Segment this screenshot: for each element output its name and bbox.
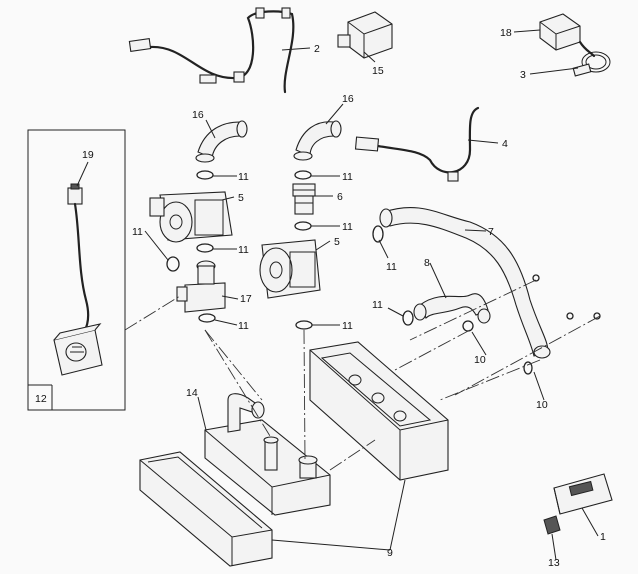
callout-7: 7 xyxy=(488,226,494,238)
sensor-connector-19 xyxy=(67,183,90,334)
inset-box-label: 12 xyxy=(35,393,47,405)
callout-11-e: 11 xyxy=(342,221,353,233)
insulation-shell-9 xyxy=(139,451,273,567)
callout-19: 19 xyxy=(82,149,94,161)
callout-3: 3 xyxy=(520,69,526,81)
callout-11-a: 11 xyxy=(238,171,249,183)
callout-2: 2 xyxy=(314,43,320,55)
callout-11-f: 11 xyxy=(342,320,353,332)
seal-ring xyxy=(372,225,384,243)
left-pump-stack xyxy=(149,120,248,323)
callout-11-d: 11 xyxy=(342,171,353,183)
callout-9: 9 xyxy=(387,547,393,559)
connector-13 xyxy=(543,515,561,535)
wire-harness-2 xyxy=(128,7,295,94)
alignment-lines xyxy=(124,279,601,471)
capillary-coil-3 xyxy=(572,40,611,77)
callout-11-b: 11 xyxy=(238,244,249,256)
callout-10-a: 10 xyxy=(474,354,486,366)
callout-16-right: 16 xyxy=(342,93,354,105)
callout-labels: 1 2 3 4 5 5 6 7 8 9 10 10 11 11 11 11 11… xyxy=(82,27,606,569)
inset-box-frame xyxy=(27,129,126,411)
pump-5-right xyxy=(259,239,321,299)
callout-8: 8 xyxy=(424,257,430,269)
pipe-8 xyxy=(413,293,491,324)
sensor-18 xyxy=(539,13,581,51)
callout-5-right: 5 xyxy=(334,236,340,248)
callout-16-left: 16 xyxy=(192,109,204,121)
valve-body-17 xyxy=(176,260,226,313)
pump-5-left xyxy=(149,191,233,243)
callout-10-b: 10 xyxy=(536,399,548,411)
callout-15: 15 xyxy=(372,65,384,77)
valve-actuator-15 xyxy=(337,11,393,59)
callout-13: 13 xyxy=(548,557,560,569)
callout-11-h: 11 xyxy=(372,299,383,311)
distribution-block xyxy=(309,341,449,481)
thermostat-head xyxy=(53,323,103,376)
adapter-6 xyxy=(292,183,316,215)
pipe-7 xyxy=(379,206,551,359)
callout-11-i: 11 xyxy=(386,261,397,273)
inset-box-12: 12 xyxy=(27,129,126,411)
control-module-1 xyxy=(553,473,613,515)
callout-14: 14 xyxy=(186,387,198,399)
wire-4 xyxy=(354,106,480,182)
callout-4: 4 xyxy=(502,138,508,150)
callout-5-left: 5 xyxy=(238,192,244,204)
callout-1: 1 xyxy=(600,531,606,543)
callout-6: 6 xyxy=(337,191,343,203)
leader-lines xyxy=(76,29,599,561)
callout-18: 18 xyxy=(500,27,512,39)
right-pump-stack xyxy=(259,120,342,330)
callout-17: 17 xyxy=(240,293,252,305)
manifold-14 xyxy=(204,393,331,516)
callout-11-c: 11 xyxy=(238,320,249,332)
callout-11-g: 11 xyxy=(132,226,143,238)
